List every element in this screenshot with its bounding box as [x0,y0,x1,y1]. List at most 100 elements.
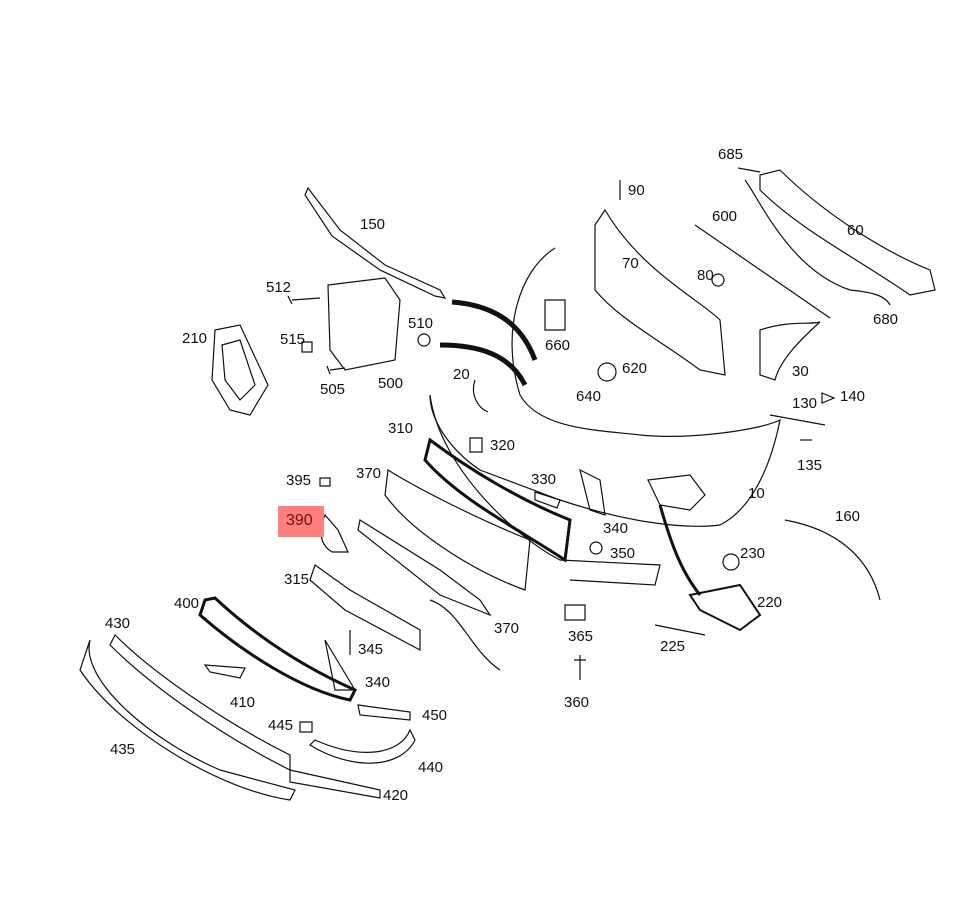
part-10-foglight-opening [647,474,706,511]
part-label-445[interactable]: 445 [268,717,294,734]
part-10-bumper-cover [429,247,781,527]
part-label-140[interactable]: 140 [840,388,866,405]
part-600-wire [744,179,891,306]
part-500-plate-bracket [327,277,401,371]
part-label-225[interactable]: 225 [660,638,686,655]
part-label-620[interactable]: 620 [622,360,648,377]
part-label-90[interactable]: 90 [628,182,645,199]
part-330-emblem [534,491,561,509]
part-label-680[interactable]: 680 [873,311,899,328]
part-label-515[interactable]: 515 [280,331,306,348]
part-label-80[interactable]: 80 [697,267,714,284]
part-label-660[interactable]: 660 [545,337,571,354]
part-370-frame [384,468,531,591]
part-label-310[interactable]: 310 [388,420,414,437]
part-140-clip [821,392,836,404]
part-label-340[interactable]: 340 [365,674,391,691]
part-620-sensor [597,362,617,382]
part-label-400[interactable]: 400 [174,595,200,612]
part-220-arrow [658,504,702,596]
part-label-160[interactable]: 160 [835,508,861,525]
part-label-390[interactable]: 390 [286,512,313,529]
part-30-bracket [759,321,821,381]
part-label-640[interactable]: 640 [576,388,602,405]
part-420-strip [289,769,381,799]
part-label-512[interactable]: 512 [266,279,292,296]
part-505-screw [326,365,346,375]
part-512-screw [287,295,321,305]
part-label-505[interactable]: 505 [320,381,346,398]
part-450-bracket [357,704,411,721]
part-label-210[interactable]: 210 [182,330,208,347]
part-340-cover [324,639,357,691]
part-685-screw [737,167,761,173]
part-label-440[interactable]: 440 [418,759,444,776]
part-130-strip [769,414,826,426]
part-400-grille [198,596,358,702]
part-410-emblem [203,664,246,679]
part-370-lower-trim [357,519,492,617]
part-230-cap [722,553,740,571]
part-label-410[interactable]: 410 [230,694,256,711]
part-label-370[interactable]: 370 [356,465,382,482]
part-label-600[interactable]: 600 [712,208,738,225]
part-210-bracket [211,324,269,416]
part-160-strip [784,519,881,601]
part-label-350[interactable]: 350 [610,545,636,562]
arrow [439,342,528,387]
part-label-220[interactable]: 220 [757,594,783,611]
part-label-685[interactable]: 685 [718,146,744,163]
part-395-clip [319,477,331,487]
part-label-10[interactable]: 10 [748,485,765,502]
arrow [451,299,538,361]
part-510-clip [417,333,431,347]
part-label-60[interactable]: 60 [847,222,864,239]
part-label-130[interactable]: 130 [792,395,818,412]
part-label-500[interactable]: 500 [378,375,404,392]
part-220-trim [688,583,762,632]
part-390-cover [320,513,349,553]
part-label-30[interactable]: 30 [792,363,809,380]
part-60-absorber [759,169,936,296]
part-320-clip [469,437,483,453]
part-label-450[interactable]: 450 [422,707,448,724]
part-370-lower-arm [429,599,501,671]
part-label-20[interactable]: 20 [453,366,470,383]
part-label-330[interactable]: 330 [531,471,557,488]
part-360-screw [574,655,586,680]
part-515-nut [301,341,313,353]
part-label-135[interactable]: 135 [797,457,823,474]
part-435-spoiler [79,639,296,801]
part-350-clip [589,541,603,555]
part-10-bumper-lower [429,394,661,586]
part-310-grille [423,437,572,563]
part-label-320[interactable]: 320 [490,437,516,454]
part-label-395[interactable]: 395 [286,472,312,489]
part-225-strip [654,624,706,636]
part-label-340[interactable]: 340 [603,520,629,537]
part-label-315[interactable]: 315 [284,571,310,588]
part-70-crossmember [594,208,726,376]
part-label-230[interactable]: 230 [740,545,766,562]
part-label-370[interactable]: 370 [494,620,520,637]
part-20-bracket [472,379,489,413]
part-660-module [544,299,566,331]
part-80-clip [711,273,725,287]
part-label-360[interactable]: 360 [564,694,590,711]
part-315-strip [309,564,421,651]
part-label-345[interactable]: 345 [358,641,384,658]
part-label-365[interactable]: 365 [568,628,594,645]
part-label-150[interactable]: 150 [360,216,386,233]
part-label-70[interactable]: 70 [622,255,639,272]
part-365-clip [564,604,586,621]
highlight-box-390[interactable]: 390 [278,506,324,537]
part-label-435[interactable]: 435 [110,741,136,758]
part-label-420[interactable]: 420 [383,787,409,804]
part-150-trim-strip [304,186,447,299]
part-label-430[interactable]: 430 [105,615,131,632]
part-440-trim [309,728,416,764]
part-600-harness [694,224,831,319]
part-label-510[interactable]: 510 [408,315,434,332]
